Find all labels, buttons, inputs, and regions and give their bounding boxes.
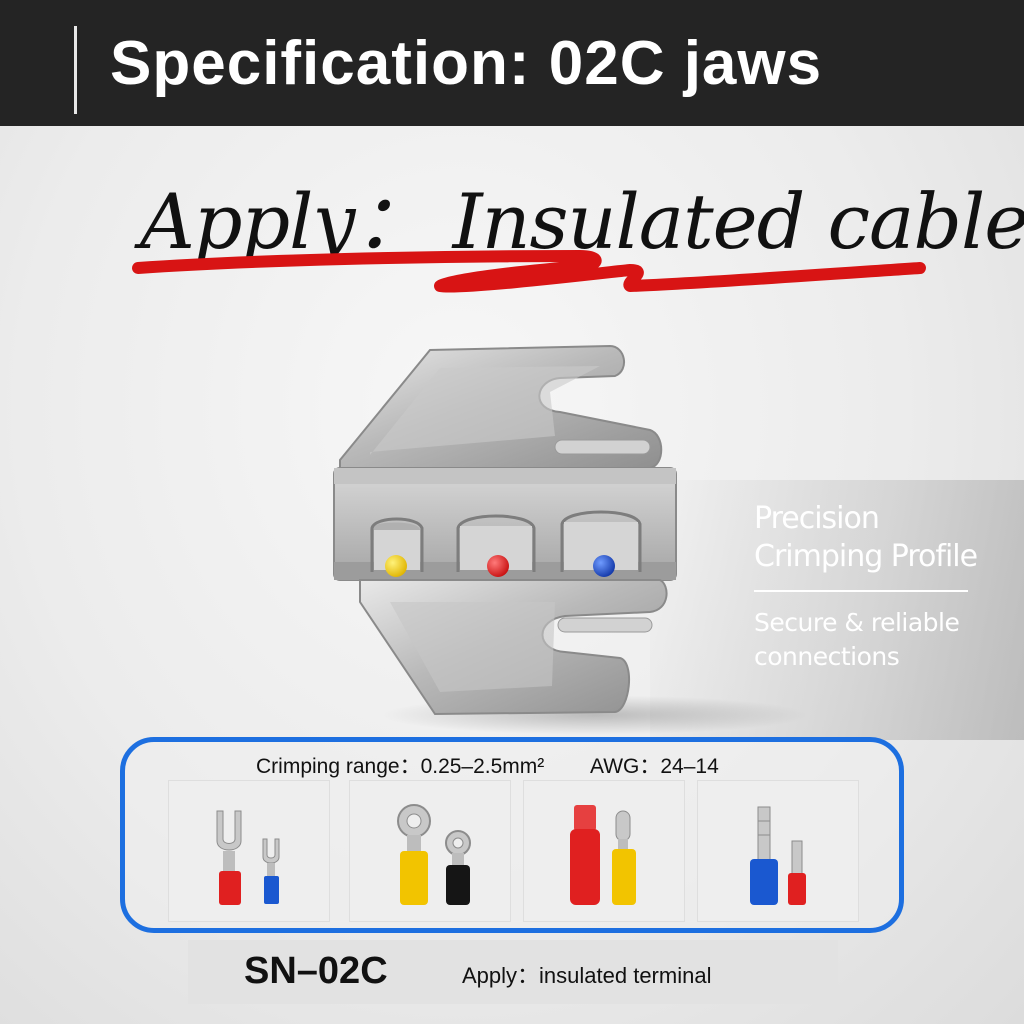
blue-die-dot xyxy=(593,555,615,577)
feature-sub-line2: connections xyxy=(754,642,900,671)
crimping-range-value: Crimping range：0.25–2.5mm² xyxy=(256,755,545,778)
feature-title: Precision Crimping Profile xyxy=(754,500,978,576)
yellow-die-dot xyxy=(385,555,407,577)
feature-subtitle: Secure & reliable connections xyxy=(754,606,960,674)
terminal-card-pin xyxy=(697,780,859,922)
fork-terminal-icon xyxy=(216,810,280,905)
awg-range-value: AWG：24–14 xyxy=(589,755,719,778)
model-bar xyxy=(188,940,838,1004)
red-underline-stroke xyxy=(132,250,926,293)
pin-terminal-icon xyxy=(750,806,806,905)
page-title: Specification: 02C jaws xyxy=(110,29,823,98)
feature-title-line2: Crimping Profile xyxy=(754,539,978,574)
feature-title-line1: Precision xyxy=(754,501,880,536)
background-shadow xyxy=(650,480,1024,740)
terminal-card-fork xyxy=(168,780,330,922)
ring-terminal-icon xyxy=(397,804,471,905)
terminal-card-ring xyxy=(349,780,511,922)
header-divider xyxy=(74,26,77,114)
red-die-dot xyxy=(487,555,509,577)
feature-divider xyxy=(754,590,968,592)
crimping-range-text: Crimping range：0.25–2.5mm² AWG：24–14 xyxy=(256,750,719,780)
bullet-connector-icon xyxy=(570,805,636,905)
header-bar: Specification: 02C jaws xyxy=(0,0,1024,126)
model-name: SN–02C xyxy=(244,950,388,992)
crimping-jaw-image xyxy=(333,344,677,716)
terminal-card-bullet xyxy=(523,780,685,922)
feature-sub-line1: Secure & reliable xyxy=(754,608,960,637)
model-apply-text: Apply：insulated terminal xyxy=(462,963,712,988)
